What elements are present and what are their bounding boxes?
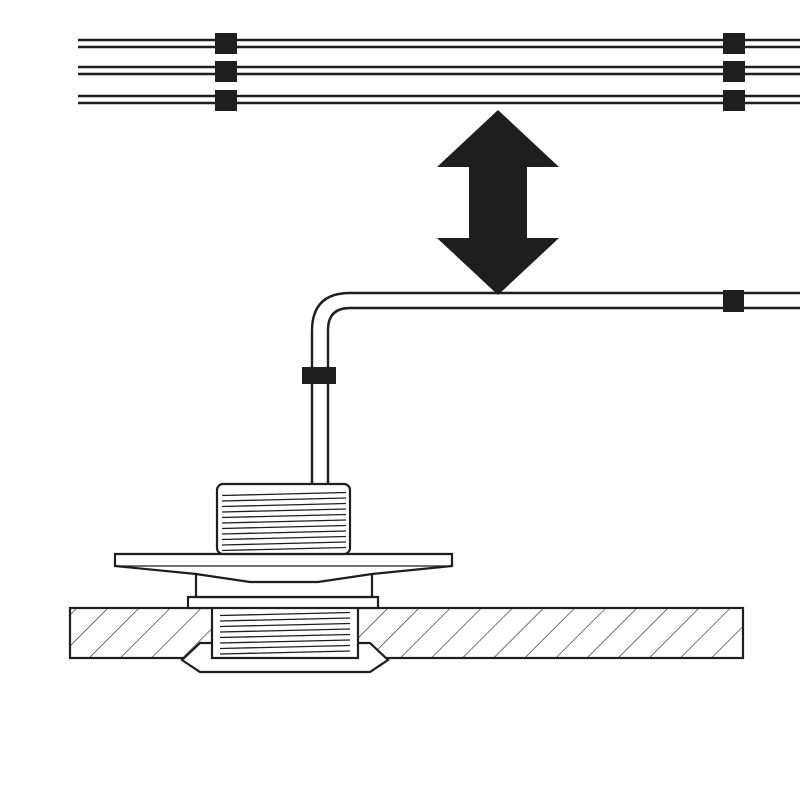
cable-tie-icon [215, 61, 237, 82]
through-hull-fitting [113, 482, 454, 674]
thread-line [219, 650, 351, 655]
thread-line [219, 622, 351, 628]
thread-line [221, 519, 347, 524]
cable-tie-icon [302, 367, 336, 384]
cable-tie-icon [215, 33, 237, 54]
thread-line [221, 497, 347, 502]
thread-line [219, 644, 351, 650]
thread-line [221, 524, 347, 530]
hull-section [68, 606, 745, 660]
thread-line [221, 541, 347, 546]
cable-tie-icon [723, 90, 745, 111]
thread-line [219, 639, 351, 644]
thread-line [219, 628, 351, 633]
thread-line [221, 491, 347, 497]
cable-tie-icon [723, 61, 745, 82]
thread-line [221, 530, 347, 535]
cable-tie-icon [215, 90, 237, 111]
thread-line [219, 633, 351, 639]
cable-tie-icon [723, 33, 745, 54]
thread-line [221, 546, 347, 552]
thread-line [219, 617, 351, 622]
transducer-cable [302, 290, 800, 488]
cable-bundle [78, 33, 800, 111]
thread-line [219, 611, 351, 617]
thread-line [221, 535, 347, 541]
cable-tie-icon [723, 290, 744, 312]
double-arrow-icon [437, 110, 559, 295]
thread-line [221, 508, 347, 513]
thread-line [221, 502, 347, 508]
thread-line [221, 513, 347, 519]
